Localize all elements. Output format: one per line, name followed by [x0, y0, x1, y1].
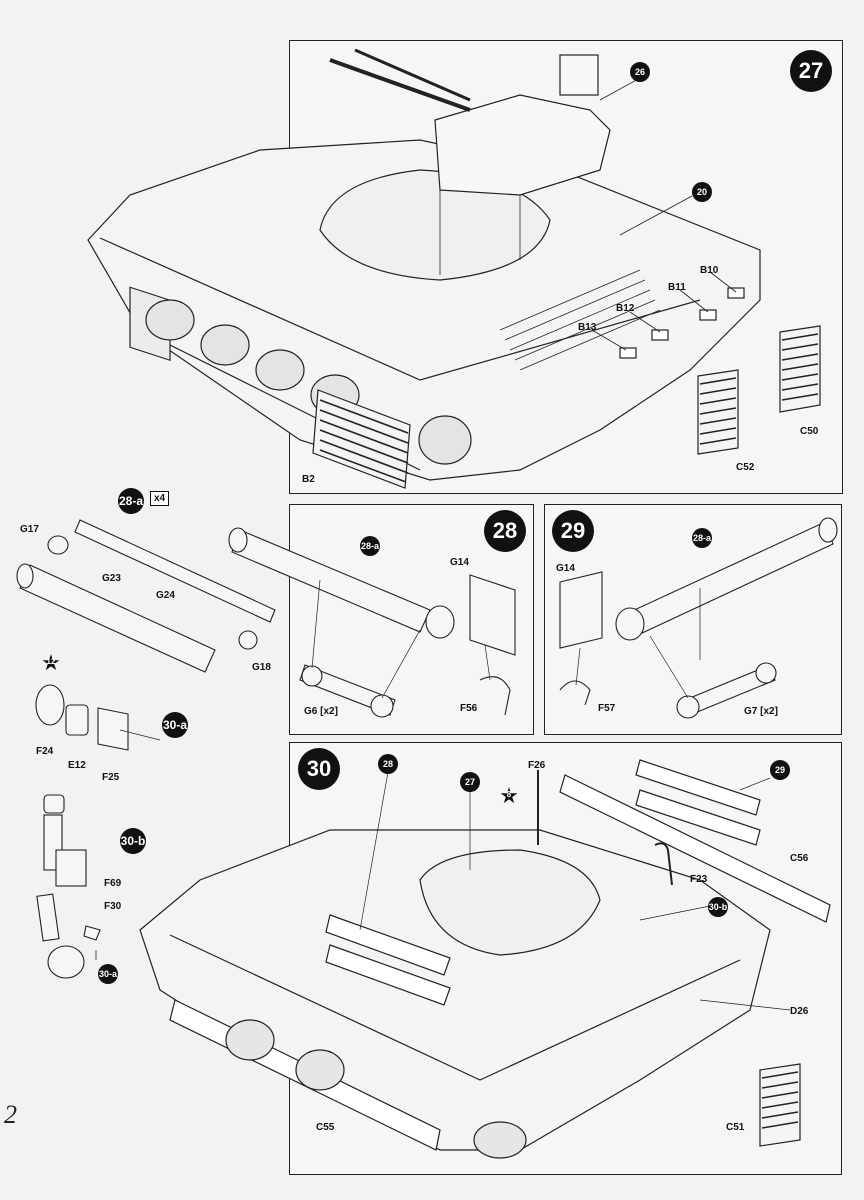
part-d26-label: D26 [790, 1006, 809, 1017]
part-f26-label: F26 [528, 760, 546, 771]
ref-step-20-icon: 20 [692, 182, 712, 202]
paint-ref-12-icon: ★12 [41, 650, 61, 675]
part-g23-label: G23 [102, 573, 121, 584]
part-f56-label: F56 [460, 703, 478, 714]
part-g7-label: G7 [x2] [744, 706, 778, 717]
ref-step-29-icon: 29 [770, 760, 790, 780]
ref-28a-in-29-icon: 28-a [692, 528, 712, 548]
part-f30-label: F30 [104, 901, 122, 912]
part-c55-label: C55 [316, 1122, 335, 1133]
step-29-number: 29 [552, 510, 594, 552]
part-c52-label: C52 [736, 462, 755, 473]
step-27-number: 27 [790, 50, 832, 92]
ref-28a-in-28-icon: 28-a [360, 536, 380, 556]
ref-30a-icon: 30-a [98, 964, 118, 984]
part-f57-label: F57 [598, 703, 616, 714]
part-c56-label: C56 [790, 853, 809, 864]
part-g17-label: G17 [20, 524, 39, 535]
page-number: 2 [4, 1100, 17, 1129]
quantity-x4-badge: x4 [150, 491, 170, 506]
part-f25-label: F25 [102, 772, 120, 783]
part-f23-label: F23 [690, 874, 708, 885]
ref-30b-icon: 30-b [708, 897, 728, 917]
subassembly-30b-number: 30-b [120, 828, 146, 854]
part-b12-label: B12 [616, 303, 635, 314]
part-e12-label: E12 [68, 760, 86, 771]
ref-step-28-icon: 28 [378, 754, 398, 774]
part-g14-in-29-label: G14 [556, 563, 575, 574]
paint-ref-8-icon: ★8 [499, 783, 519, 808]
subassembly-30a-number: 30-a [162, 712, 188, 738]
part-g14-in-28-label: G14 [450, 557, 469, 568]
part-g18-label: G18 [252, 662, 271, 673]
step-30-number: 30 [298, 748, 340, 790]
part-g24-label: G24 [156, 590, 175, 601]
subassembly-28a-number: 28-a [118, 488, 144, 514]
part-b10-label: B10 [700, 265, 719, 276]
part-b13-label: B13 [578, 322, 597, 333]
part-c51-label: C51 [726, 1122, 745, 1133]
part-f24-label: F24 [36, 746, 54, 757]
step-28-number: 28 [484, 510, 526, 552]
part-c50-label: C50 [800, 426, 819, 437]
paint-ref-8-label: 8 [506, 790, 512, 799]
part-b2-label: B2 [302, 474, 315, 485]
ref-step-26-icon: 26 [630, 62, 650, 82]
part-g6-label: G6 [x2] [304, 706, 338, 717]
part-b11-label: B11 [668, 282, 686, 293]
ref-step-27-icon: 27 [460, 772, 480, 792]
paint-ref-12-label: 12 [46, 657, 56, 666]
part-f69-label: F69 [104, 878, 122, 889]
